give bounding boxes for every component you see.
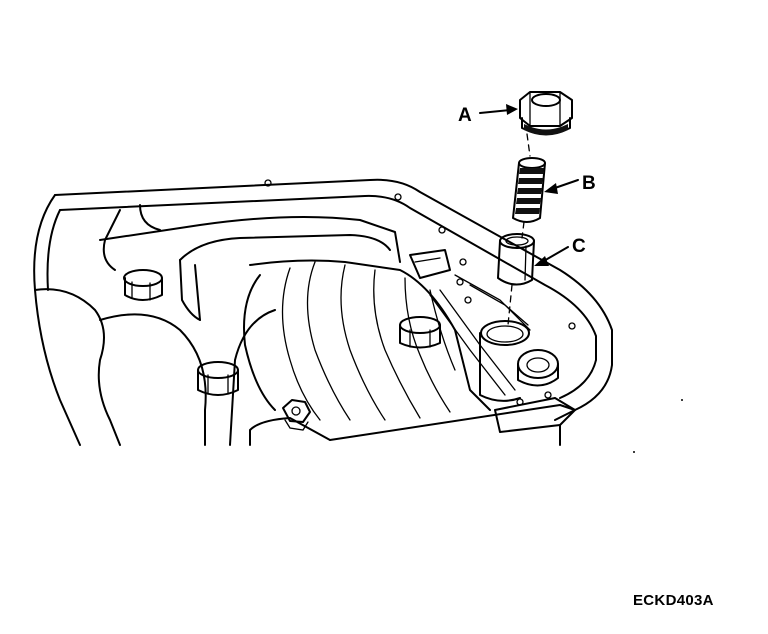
housing-bolt-icon [399, 316, 441, 349]
housing-outline [33, 178, 613, 446]
housing-bolt-icon [197, 361, 239, 396]
small-nut-icon [282, 399, 311, 431]
leader-arrow-c [534, 246, 569, 266]
plug-bolt-icon [519, 91, 573, 136]
callout-label-a: A [458, 105, 472, 126]
leader-arrow-b [544, 179, 579, 194]
rim-holes [264, 179, 576, 406]
housing-bolt-icon [123, 269, 163, 301]
sleeve-icon [497, 233, 535, 286]
axis-line [507, 284, 513, 326]
speck [633, 451, 635, 453]
figure-id: ECKD403A [633, 592, 714, 609]
spring-icon [512, 157, 546, 223]
callout-label-b: B [582, 173, 596, 194]
install-bore [479, 320, 559, 402]
axis-line [526, 133, 531, 157]
callout-label-c: C [572, 236, 586, 257]
leader-arrow-a [479, 104, 518, 115]
speck [681, 399, 683, 401]
housing-cavity [99, 204, 531, 421]
axis-line [521, 221, 525, 239]
